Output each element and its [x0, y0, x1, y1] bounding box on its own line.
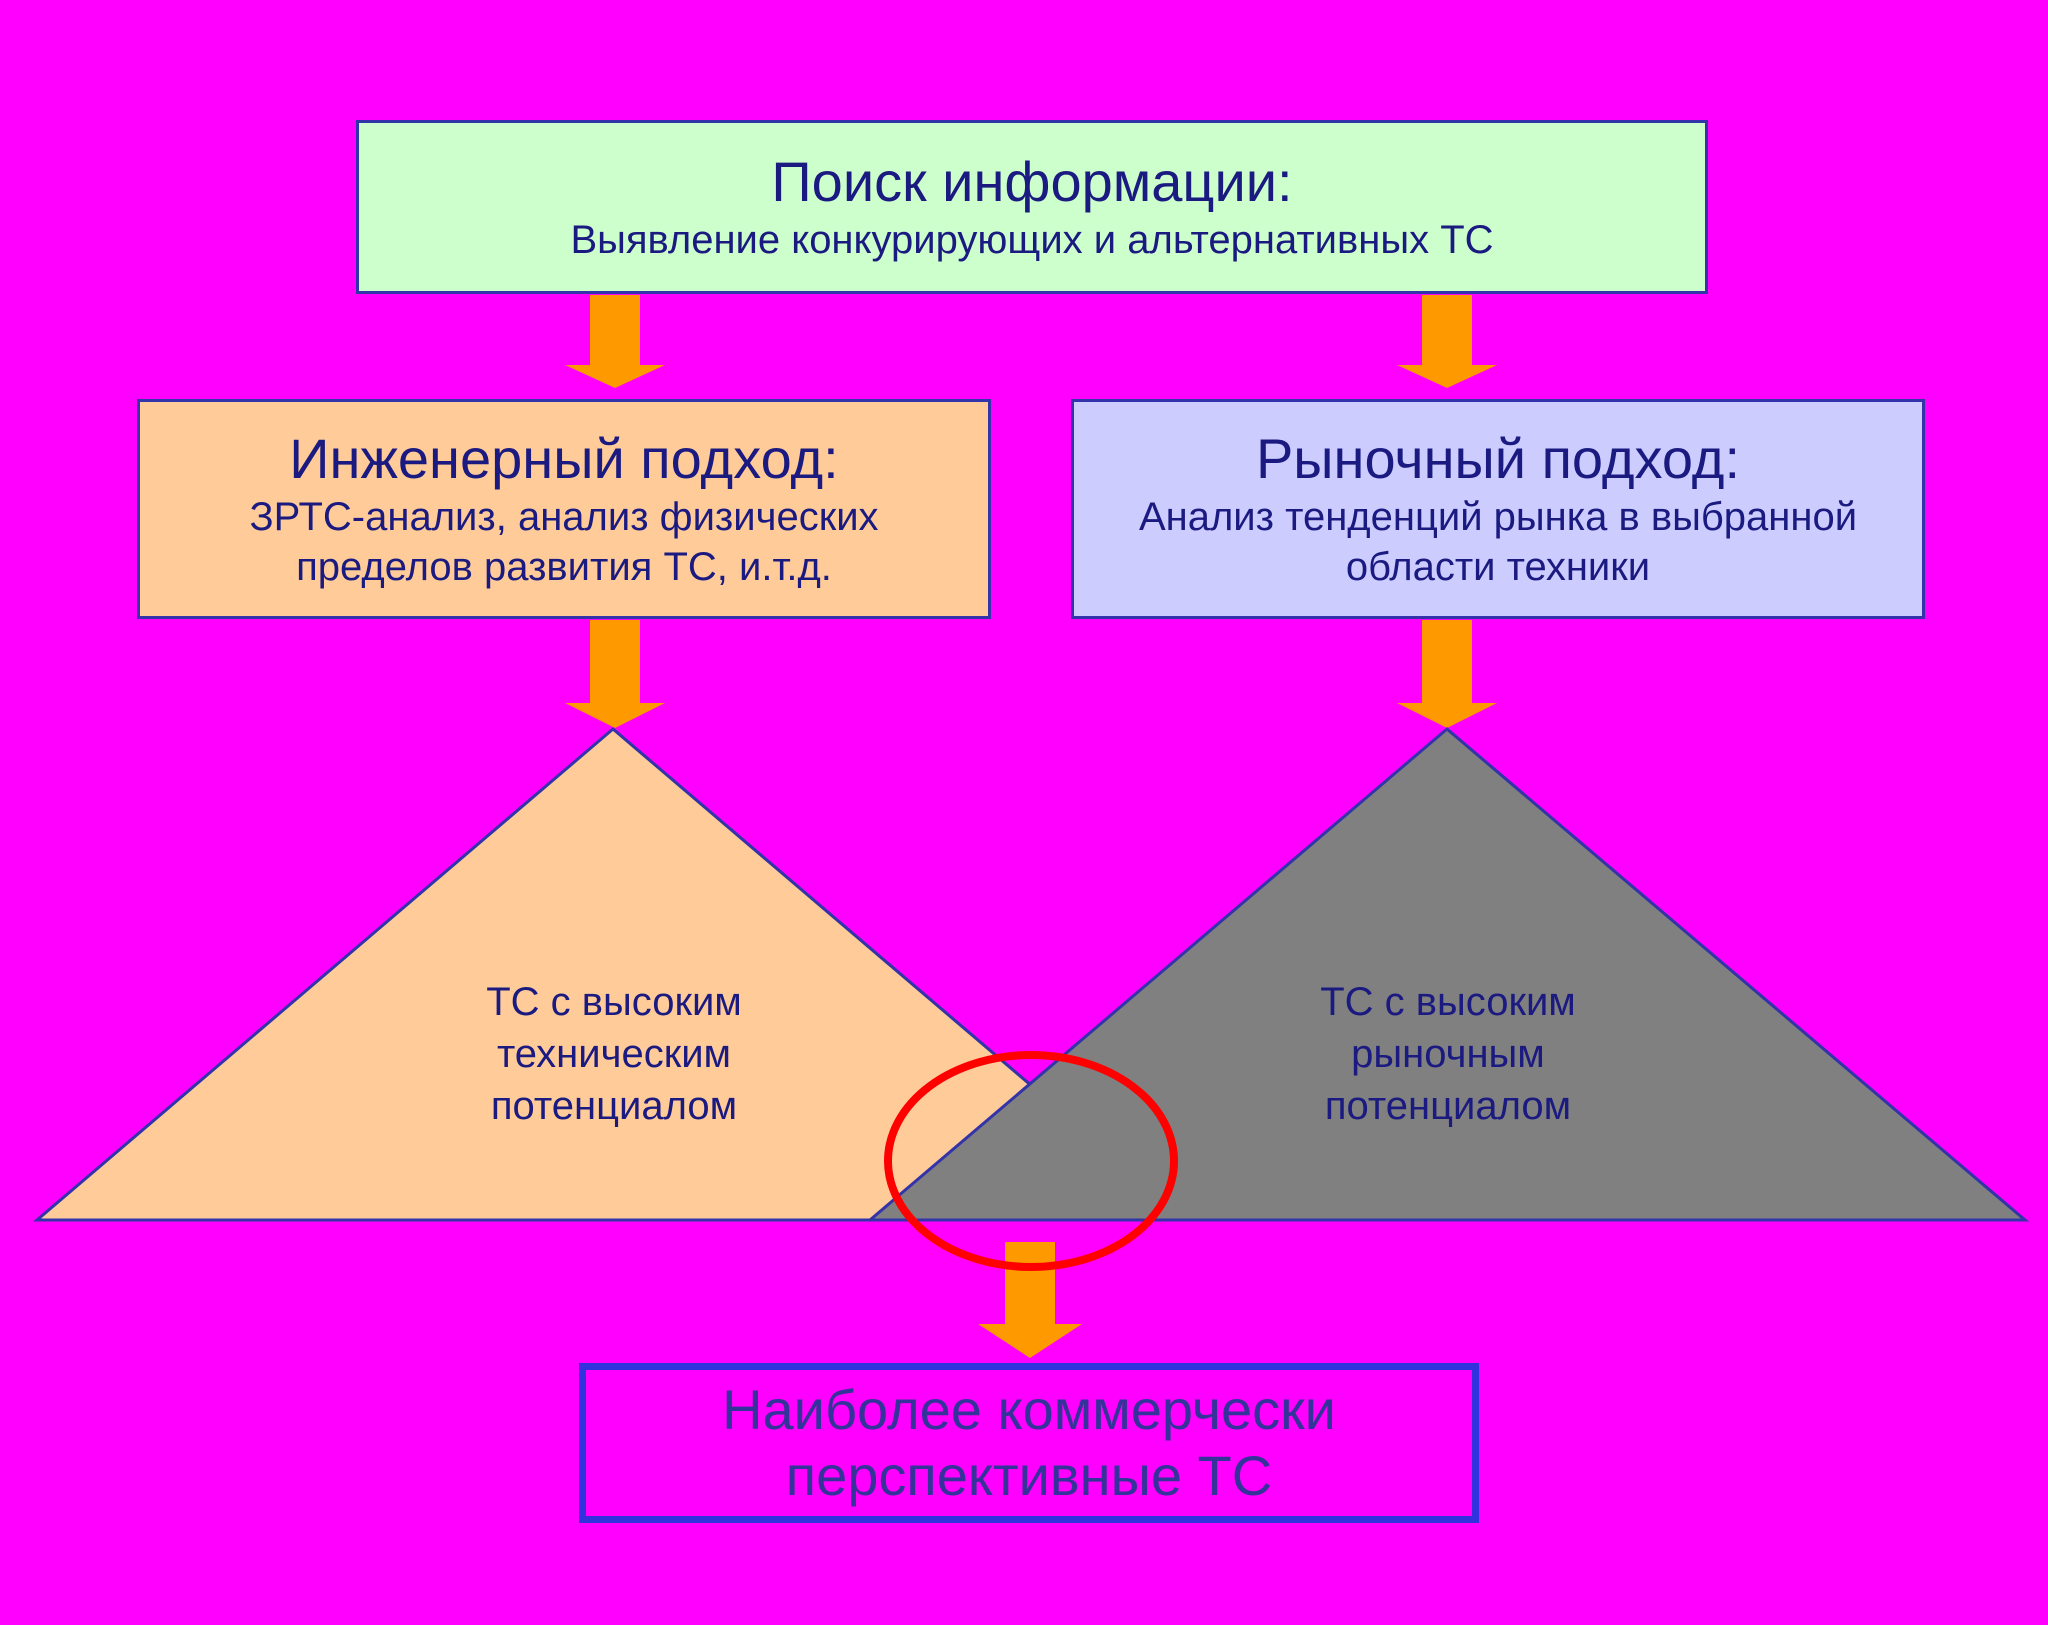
- market-triangle: [865, 727, 2030, 1222]
- engineering-line-1: ЗРТС-анализ, анализ физических: [249, 495, 879, 539]
- search-subtitle: Выявление конкурирующих и альтернативных…: [570, 218, 1494, 262]
- result-line-2: перспективные ТС: [785, 1444, 1273, 1507]
- engineering-title: Инженерный подход:: [289, 427, 839, 490]
- market-triangle-line-2: рыночным: [1351, 1032, 1545, 1076]
- market-triangle-line-3: потенциалом: [1324, 1084, 1572, 1128]
- engineering-triangle-line-1: ТС с высоким: [486, 980, 742, 1024]
- market-triangle-line-1: ТС с высоким: [1320, 980, 1576, 1024]
- engineering-triangle-line-3: потенциалом: [490, 1084, 738, 1128]
- market-line-1: Анализ тенденций рынка в выбранной: [1138, 495, 1858, 539]
- arrow-market-to-triangle: [1397, 620, 1497, 728]
- arrow-search-to-market: [1397, 295, 1497, 388]
- engineering-triangle: [32, 727, 1194, 1222]
- market-title: Рыночный подход:: [1255, 427, 1741, 490]
- engineering-line-2: пределов развития ТС, и.т.д.: [296, 545, 832, 589]
- arrow-overlap-to-result: [978, 1242, 1082, 1358]
- result-line-1: Наиболее коммерчески: [722, 1378, 1336, 1441]
- search-info-box: Поиск информации: Выявление конкурирующи…: [356, 120, 1708, 294]
- market-line-2: области техники: [1345, 545, 1651, 589]
- market-approach-box: Рыночный подход: Анализ тенденций рынка …: [1071, 399, 1925, 619]
- search-title: Поиск информации:: [771, 150, 1293, 213]
- arrow-search-to-engineering: [565, 295, 665, 388]
- engineering-triangle-label: ТС с высоким техническим потенциалом: [404, 976, 824, 1132]
- engineering-triangle-line-2: техническим: [496, 1032, 732, 1076]
- arrow-engineering-to-triangle: [565, 620, 665, 728]
- market-triangle-label: ТС с высоким рыночным потенциалом: [1238, 976, 1658, 1132]
- overlap-highlight-ellipse: [884, 1051, 1178, 1271]
- result-box: Наиболее коммерчески перспективные ТС: [579, 1363, 1479, 1523]
- engineering-approach-box: Инженерный подход: ЗРТС-анализ, анализ ф…: [137, 399, 991, 619]
